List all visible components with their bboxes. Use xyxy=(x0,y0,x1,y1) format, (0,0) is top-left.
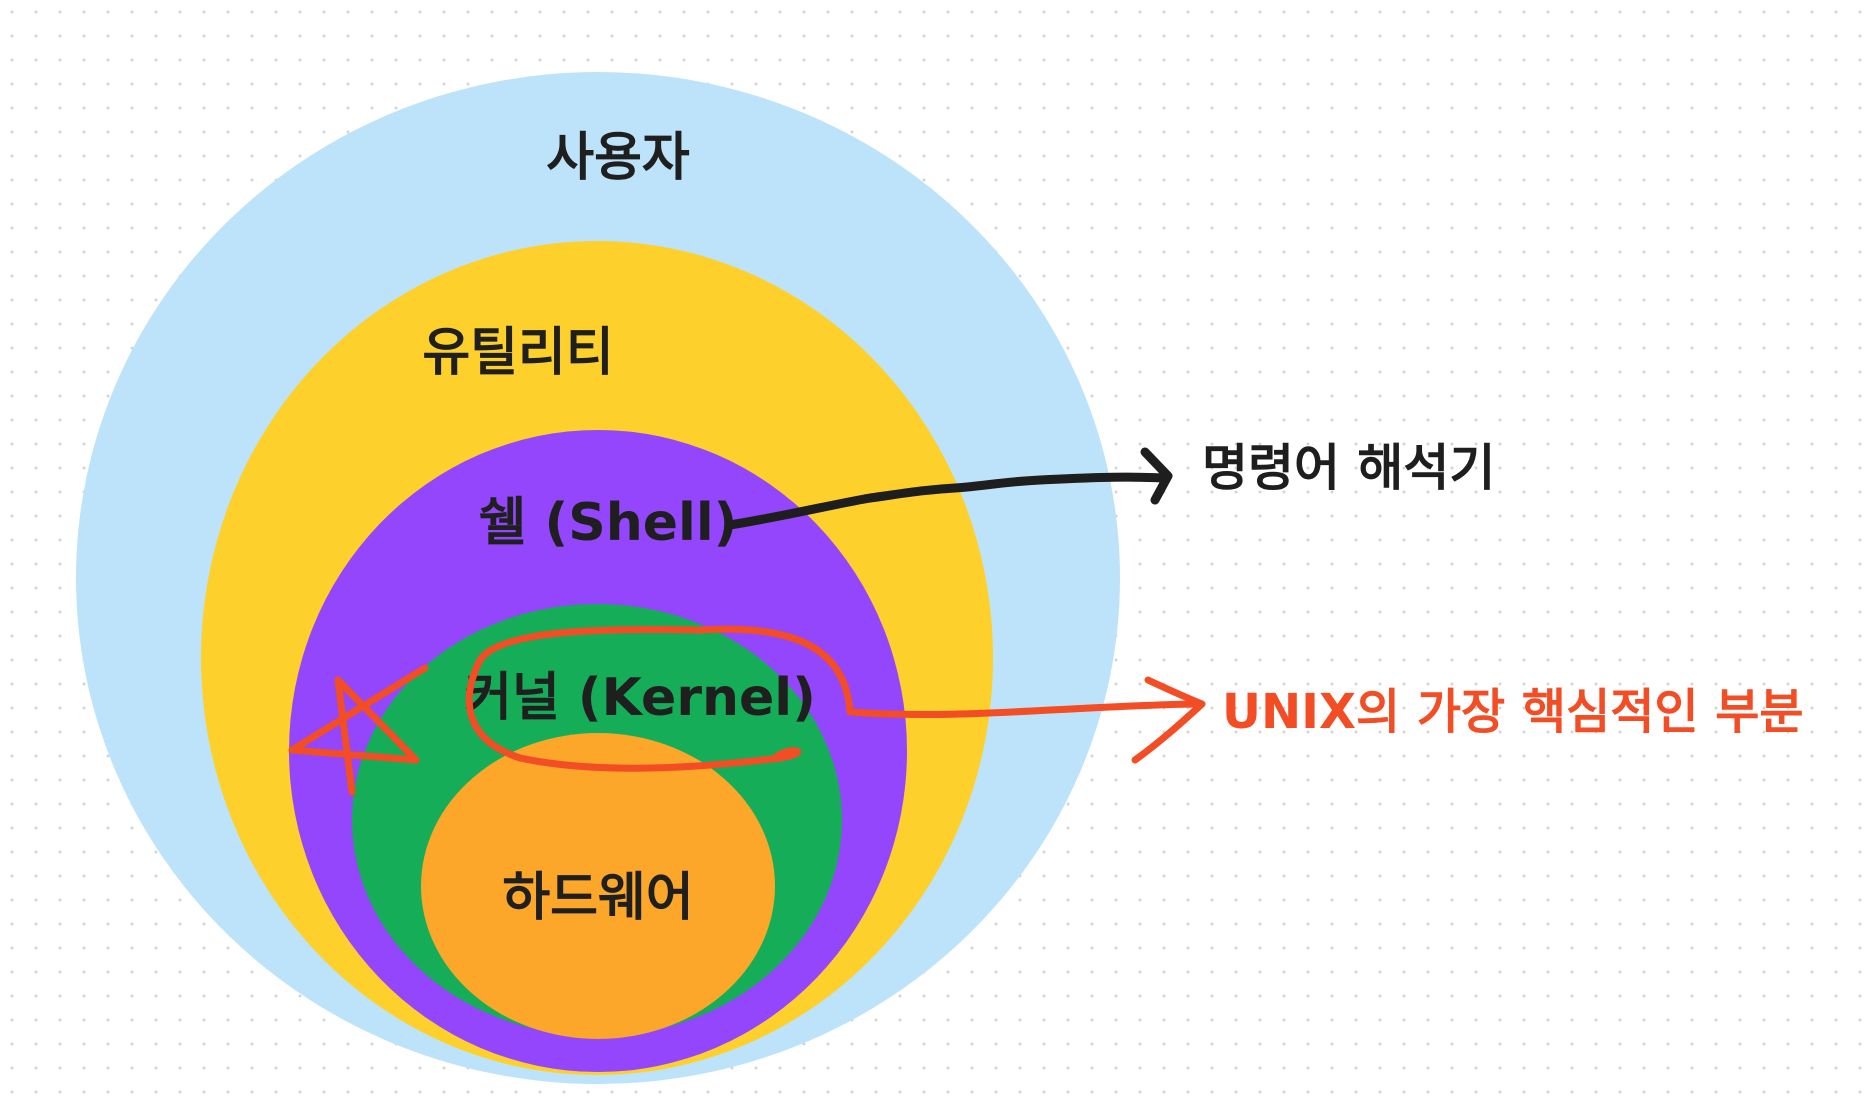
shell-arrowhead xyxy=(1140,447,1173,505)
star-scribble xyxy=(288,664,429,796)
utility-label: 유틸리티 xyxy=(422,323,613,383)
kernel-arrowhead xyxy=(1131,676,1206,764)
kernel-circle-scribble xyxy=(465,625,854,772)
hardware-layer[interactable] xyxy=(421,733,775,1039)
shell-arrow xyxy=(725,472,1170,530)
shell-note: 명령어 해석기 xyxy=(1202,439,1495,497)
kernel-label: 커널 (Kernel) xyxy=(464,668,816,728)
hardware-label: 하드웨어 xyxy=(502,868,693,928)
shell-label: 쉘 (Shell) xyxy=(479,493,738,553)
kernel-note: UNIX의 가장 핵심적인 부분 xyxy=(1222,684,1804,740)
kernel-arrow xyxy=(846,700,1204,719)
user-label: 사용자 xyxy=(546,128,690,188)
